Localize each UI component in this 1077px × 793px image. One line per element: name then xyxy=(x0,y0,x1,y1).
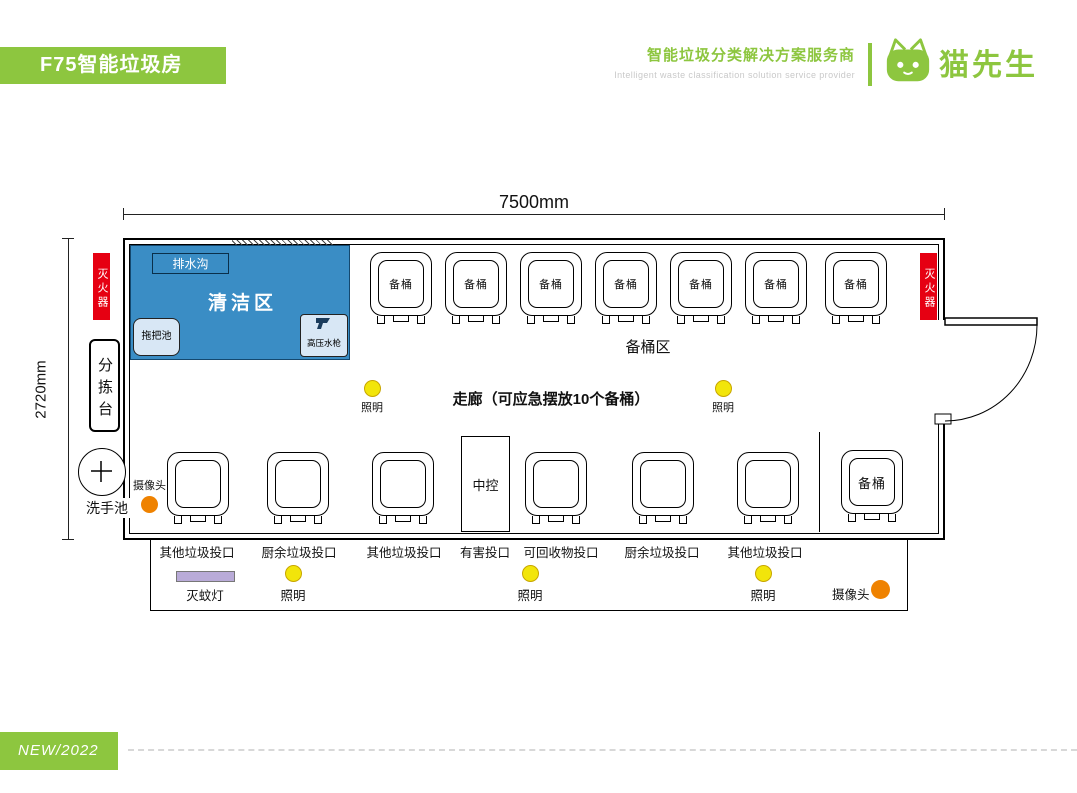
corridor-label: 走廊（可应急摆放10个备桶） xyxy=(420,388,682,409)
light-dot xyxy=(522,565,539,582)
light-dot xyxy=(285,565,302,582)
drain-channel: 排水沟 xyxy=(152,253,229,274)
bottom-apron xyxy=(150,540,908,611)
light-label: 照明 xyxy=(361,399,383,415)
door xyxy=(934,317,1038,425)
collection-bin xyxy=(372,452,434,525)
camera-dot-left xyxy=(141,496,158,513)
spare-bin: 备桶 xyxy=(670,252,732,325)
brand-name: 猫先生 xyxy=(939,49,1038,82)
brand-divider xyxy=(868,43,872,86)
inlet-label: 有害投口 xyxy=(456,542,514,561)
camera-label-right: 摄像头 xyxy=(832,584,870,603)
wall-hatch xyxy=(232,240,333,247)
dimension-line-top xyxy=(123,214,945,215)
bin-label: 备桶 xyxy=(844,279,868,291)
spare-bin: 备桶 xyxy=(520,252,582,325)
cleaning-area-label: 清洁区 xyxy=(207,293,277,314)
inlet-label: 可回收物投口 xyxy=(520,542,602,561)
collection-bin xyxy=(167,452,229,525)
bin-label: 备桶 xyxy=(689,279,713,291)
light-dot xyxy=(715,380,732,397)
dim-width-label: 7500mm xyxy=(459,192,609,213)
brand-logo: 猫先生 xyxy=(883,37,1038,87)
page-title: F75智能垃圾房 xyxy=(0,47,226,84)
bin-label: 备桶 xyxy=(764,279,788,291)
spare-area-label: 备桶区 xyxy=(598,336,698,357)
dimension-tick xyxy=(62,238,74,239)
dimension-tick xyxy=(62,539,74,540)
fire-extinguisher-left: 灭火器 xyxy=(93,253,110,320)
tagline-block: 智能垃圾分类解决方案服务商 Intelligent waste classifi… xyxy=(545,44,855,80)
spare-bin: 备桶 xyxy=(445,252,507,325)
camera-label-left: 摄像头 xyxy=(133,477,166,493)
light-dot xyxy=(364,380,381,397)
bin-label: 备桶 xyxy=(614,279,638,291)
sorting-table: 分拣台 xyxy=(89,339,120,432)
water-gun: 高压水枪 xyxy=(300,314,348,357)
collection-bin xyxy=(737,452,799,525)
cat-icon xyxy=(886,38,930,82)
inlet-label: 其他垃圾投口 xyxy=(156,542,238,561)
inlet-label: 其他垃圾投口 xyxy=(363,542,445,561)
faucet-icon xyxy=(91,461,112,482)
mosquito-lamp-label: 灭蚊灯 xyxy=(186,585,224,604)
spare-bin: 备桶 xyxy=(370,252,432,325)
inlet-label: 其他垃圾投口 xyxy=(724,542,806,561)
light-label: 照明 xyxy=(750,585,776,604)
water-gun-label: 高压水枪 xyxy=(306,338,341,348)
washbasin xyxy=(78,448,126,496)
spare-bin: 备桶 xyxy=(595,252,657,325)
collection-bin xyxy=(267,452,329,525)
water-gun-icon xyxy=(316,318,330,329)
dimension-tick xyxy=(944,208,945,220)
new-badge: NEW/2022 xyxy=(0,732,118,770)
dimension-tick xyxy=(123,208,124,220)
spare-bin: 备桶 xyxy=(745,252,807,325)
central-control: 中控 xyxy=(461,436,510,532)
spare-bin: 备桶 xyxy=(825,252,887,325)
collection-bin xyxy=(632,452,694,525)
collection-bin xyxy=(525,452,587,525)
spare-bin-right: 备桶 xyxy=(841,450,903,523)
light-dot xyxy=(755,565,772,582)
bin-label: 备桶 xyxy=(857,475,886,491)
dimension-line-left xyxy=(68,238,69,540)
mop-pool: 拖把池 xyxy=(133,318,180,356)
fire-extinguisher-right: 灭火器 xyxy=(920,253,937,320)
bin-label: 备桶 xyxy=(539,279,563,291)
camera-dot-right xyxy=(871,580,890,599)
inlet-label: 厨余垃圾投口 xyxy=(621,542,703,561)
bin-label: 备桶 xyxy=(389,279,413,291)
light-label: 照明 xyxy=(712,399,734,415)
dashed-divider xyxy=(128,749,1077,751)
light-label: 照明 xyxy=(517,585,543,604)
tagline-en: Intelligent waste classification solutio… xyxy=(614,70,855,80)
bin-label: 备桶 xyxy=(464,279,488,291)
light-label: 照明 xyxy=(280,585,306,604)
mosquito-lamp xyxy=(176,571,235,582)
washbasin-label: 洗手池 xyxy=(78,498,136,518)
dim-height-label: 2720mm xyxy=(32,354,50,425)
tagline-cn: 智能垃圾分类解决方案服务商 xyxy=(646,47,855,64)
partition-wall xyxy=(819,432,820,532)
inlet-label: 厨余垃圾投口 xyxy=(258,542,340,561)
